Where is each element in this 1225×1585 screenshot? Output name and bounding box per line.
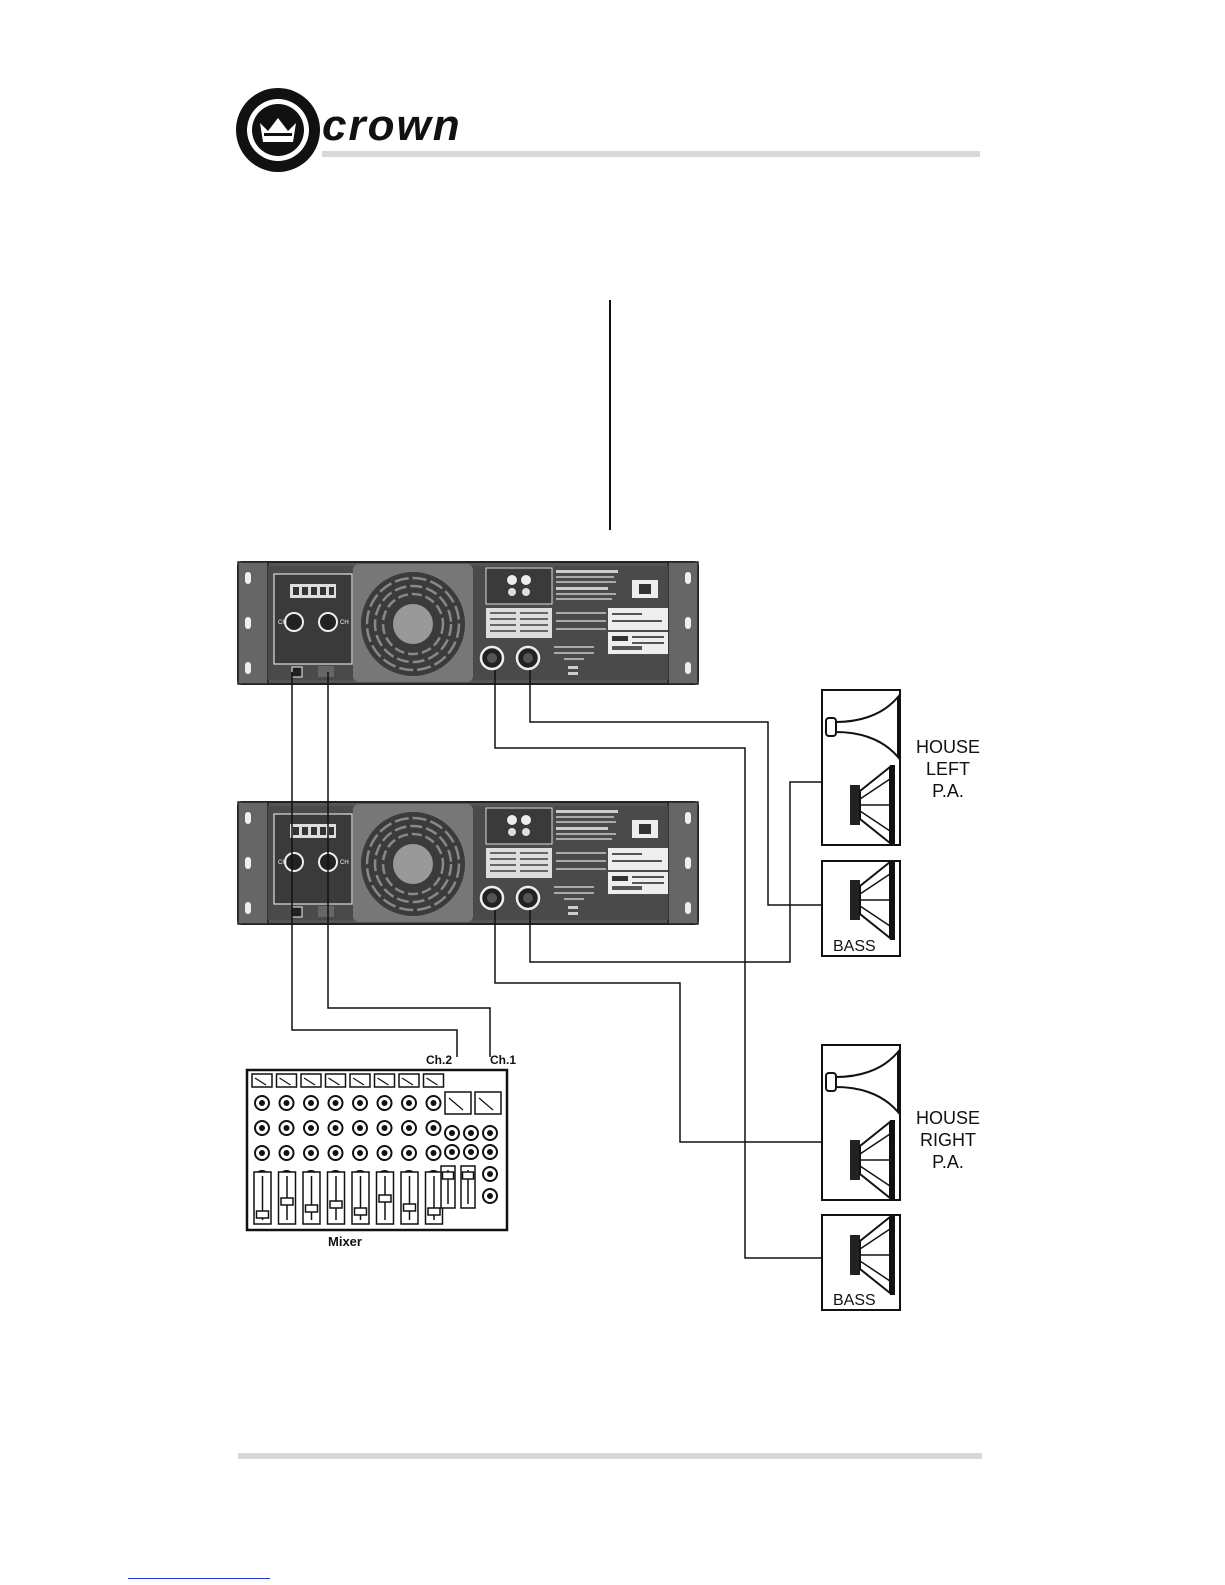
master-knob-icon[interactable] — [483, 1126, 497, 1140]
mixer-faders — [254, 1166, 475, 1224]
channel-knob-icon[interactable] — [304, 1121, 318, 1135]
channel-knob-icon[interactable] — [304, 1096, 318, 1110]
master-meter-icon — [475, 1092, 501, 1114]
channel-knob-icon[interactable] — [329, 1121, 343, 1135]
channel-knob-icon[interactable] — [353, 1146, 367, 1160]
bass-label-top: BASS — [833, 938, 876, 955]
channel-knob-icon[interactable] — [402, 1146, 416, 1160]
channel-knob-icon[interactable] — [255, 1096, 269, 1110]
channel-meter-icon — [399, 1074, 419, 1087]
channel-knob-icon[interactable] — [255, 1146, 269, 1160]
footer-rule — [238, 1453, 982, 1459]
channel-meter-icon — [277, 1074, 297, 1087]
channel-meter-icon — [375, 1074, 395, 1087]
master-knob-icon[interactable] — [464, 1145, 478, 1159]
channel-knob-icon[interactable] — [329, 1096, 343, 1110]
bass-cabinet-bottom: BASS — [822, 1215, 900, 1310]
house-left-pa-cabinet — [822, 690, 900, 845]
svg-text:P.A.: P.A. — [932, 1152, 964, 1172]
channel-knob-icon[interactable] — [329, 1146, 343, 1160]
channel-meter-icon — [326, 1074, 346, 1087]
footer-link-underline — [128, 1578, 270, 1579]
wire-amp2-out-a — [495, 910, 822, 1142]
channel-knob-icon[interactable] — [255, 1121, 269, 1135]
master-fader[interactable] — [461, 1166, 475, 1208]
master-knob-icon[interactable] — [445, 1145, 459, 1159]
svg-text:HOUSE: HOUSE — [916, 1108, 980, 1128]
channel-knob-icon[interactable] — [280, 1096, 294, 1110]
amplifier-top — [238, 562, 698, 684]
channel-fader[interactable] — [426, 1172, 443, 1224]
channel-knob-icon[interactable] — [280, 1146, 294, 1160]
amplifier-bottom — [238, 802, 698, 924]
channel-fader[interactable] — [328, 1172, 345, 1224]
master-fader[interactable] — [441, 1166, 455, 1208]
channel-knob-icon[interactable] — [427, 1146, 441, 1160]
house-right-label: HOUSE RIGHT P.A. — [916, 1108, 980, 1172]
house-right-pa-cabinet — [822, 1045, 900, 1200]
channel-fader[interactable] — [279, 1172, 296, 1224]
brand-wordmark: crown — [322, 101, 462, 150]
mixer-label: Mixer — [328, 1234, 362, 1249]
wire-amp1-out-a — [495, 670, 822, 1258]
bass-cabinet-top: BASS — [822, 860, 900, 956]
master-meter-icon — [445, 1092, 471, 1114]
channel-knob-icon[interactable] — [427, 1121, 441, 1135]
bass-label-bottom: BASS — [833, 1292, 876, 1309]
channel-knob-icon[interactable] — [378, 1096, 392, 1110]
svg-text:HOUSE: HOUSE — [916, 737, 980, 757]
master-knob-icon[interactable] — [483, 1189, 497, 1203]
channel-knob-icon[interactable] — [353, 1096, 367, 1110]
channel-meter-icon — [424, 1074, 444, 1087]
svg-text:P.A.: P.A. — [932, 781, 964, 801]
channel-knob-icon[interactable] — [304, 1146, 318, 1160]
channel-knob-icon[interactable] — [280, 1121, 294, 1135]
channel-knob-icon[interactable] — [378, 1146, 392, 1160]
channel-knob-icon[interactable] — [427, 1096, 441, 1110]
channel-knob-icon[interactable] — [402, 1121, 416, 1135]
channel-fader[interactable] — [303, 1172, 320, 1224]
channel-meter-icon — [252, 1074, 272, 1087]
channel-fader[interactable] — [352, 1172, 369, 1224]
channel-fader[interactable] — [401, 1172, 418, 1224]
channel-fader[interactable] — [254, 1172, 271, 1224]
channel-knob-icon[interactable] — [353, 1121, 367, 1135]
mixer — [247, 1070, 507, 1230]
mixer-ch2-label: Ch.2 — [426, 1053, 452, 1067]
master-knob-icon[interactable] — [483, 1167, 497, 1181]
house-left-label: HOUSE LEFT P.A. — [916, 737, 980, 801]
channel-knob-icon[interactable] — [378, 1121, 392, 1135]
channel-meter-icon — [350, 1074, 370, 1087]
master-knob-icon[interactable] — [445, 1126, 459, 1140]
master-knob-icon[interactable] — [464, 1126, 478, 1140]
mixer-ch1-label: Ch.1 — [490, 1053, 516, 1067]
channel-knob-icon[interactable] — [402, 1096, 416, 1110]
svg-text:RIGHT: RIGHT — [920, 1130, 976, 1150]
master-knob-icon[interactable] — [483, 1145, 497, 1159]
header-rule — [322, 151, 980, 157]
svg-text:LEFT: LEFT — [926, 759, 970, 779]
channel-meter-icon — [301, 1074, 321, 1087]
channel-fader[interactable] — [377, 1172, 394, 1224]
crown-logo — [236, 88, 320, 172]
